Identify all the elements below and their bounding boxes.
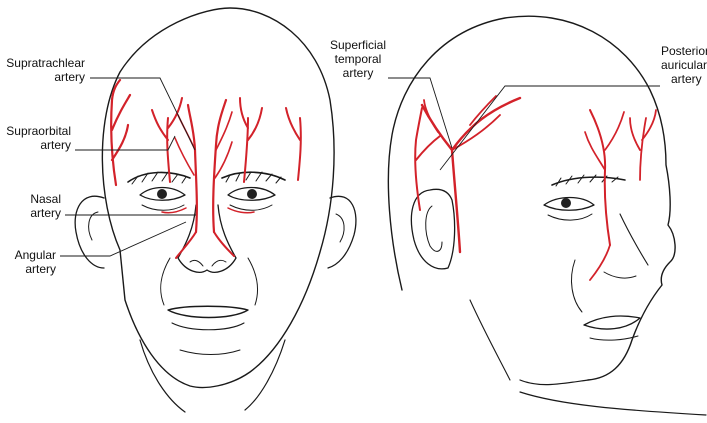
front-temporal-vessel-left bbox=[111, 80, 130, 185]
profile-superficial-temporal-vessel bbox=[422, 98, 520, 252]
label-superficial-temporal-artery: Superficial temporal artery bbox=[318, 38, 398, 80]
front-face bbox=[75, 8, 356, 412]
label-nasal-artery: Nasal artery bbox=[5, 192, 61, 220]
label-angular-artery: Angular artery bbox=[5, 248, 56, 276]
profile-angular-vessel bbox=[590, 245, 610, 280]
profile-arteries bbox=[415, 96, 656, 280]
label-supraorbital-artery: Supraorbital artery bbox=[5, 124, 71, 152]
profile-mouth bbox=[584, 316, 640, 329]
label-supratrochlear-artery: Supratrachlear artery bbox=[5, 56, 85, 84]
front-supraorbital-vessel-right bbox=[240, 98, 262, 182]
leader-posterior-auricular bbox=[440, 86, 660, 170]
leader-lines bbox=[60, 78, 660, 256]
profile-supraorbital-vessel bbox=[630, 110, 656, 180]
label-posterior-auricular-artery: Posterior auricular artery bbox=[661, 44, 707, 86]
front-head-outline bbox=[102, 8, 334, 387]
profile-face bbox=[388, 16, 706, 415]
profile-eyebrow bbox=[552, 177, 625, 185]
front-right-eyebrow bbox=[222, 172, 285, 180]
front-temporal-vessel-right bbox=[286, 108, 301, 180]
front-mouth bbox=[168, 306, 248, 317]
front-supraorbital-vessel-left bbox=[152, 98, 182, 182]
front-right-ear bbox=[328, 196, 356, 268]
front-supratrochlear-vessel-right bbox=[213, 100, 226, 232]
leader-angular bbox=[60, 222, 186, 256]
profile-head-outline bbox=[388, 16, 675, 380]
front-arteries bbox=[111, 80, 301, 258]
